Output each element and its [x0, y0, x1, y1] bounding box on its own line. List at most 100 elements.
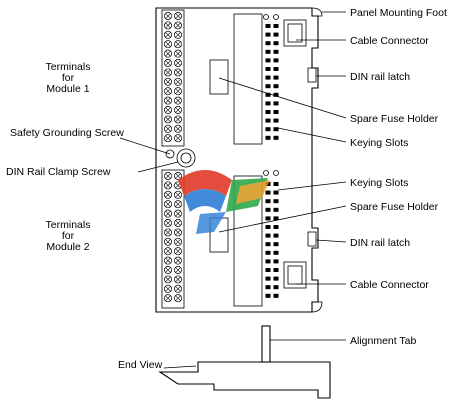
keying-pin [273, 233, 279, 238]
terminal-screw-slot [175, 257, 181, 264]
keying-pin [265, 285, 271, 290]
keying-pin [273, 242, 279, 247]
terminal-screw-slot [175, 192, 181, 198]
terminal-screw-slot [175, 13, 181, 19]
keying-pin [273, 182, 279, 186]
terminal-screw-slot [175, 248, 181, 254]
keying-pin [273, 216, 279, 221]
terminal-screw-slot [175, 276, 181, 283]
keying-pin [265, 135, 271, 140]
terminal-screw-slot [165, 220, 171, 226]
terminal-screw-slot [175, 69, 181, 76]
keying-pin [265, 127, 271, 132]
panel-mounting-foot-top [311, 7, 323, 17]
label-terminals-m2-3: Module 2 [46, 241, 89, 253]
keying-pin [265, 293, 271, 298]
cable-connector-top-inner [287, 23, 303, 43]
keying-pin [273, 259, 279, 264]
indicator-hole-1 [263, 14, 269, 20]
keying-pin [265, 92, 271, 97]
keying-pin [265, 32, 271, 37]
terminal-screw-slot [175, 286, 181, 292]
terminal-screw-slot [165, 22, 171, 29]
terminal-screw-slot [175, 239, 181, 245]
keying-pin [273, 276, 279, 281]
terminal-screw-slot [165, 182, 171, 189]
terminal-screw-slot [165, 107, 171, 113]
label-din-rail-latch-top: DIN rail latch [350, 71, 410, 83]
keying-pin [273, 67, 279, 71]
keying-pin [273, 207, 279, 212]
keying-pin [265, 250, 271, 255]
keying-pin [265, 259, 271, 264]
terminal-screw-slot [175, 41, 181, 47]
label-keying-slots-top: Keying Slots [350, 137, 408, 149]
indicator-hole-2 [273, 14, 279, 20]
keying-pin [273, 190, 279, 195]
terminal-screw-slot [175, 50, 181, 57]
terminal-screw-slot [165, 79, 171, 85]
keying-pin [273, 84, 279, 89]
keying-pin [273, 250, 279, 255]
terminal-screw-slot [175, 60, 181, 66]
keying-pin [265, 207, 271, 212]
terminal-screw-slot [165, 60, 171, 66]
terminal-screw-slot [175, 201, 181, 207]
terminal-screws-module-2 [164, 172, 182, 303]
din-rail-latch-bottom-shape [307, 231, 317, 247]
keying-pin [273, 268, 279, 272]
terminal-screw-slot [175, 126, 181, 132]
keying-pin [265, 268, 271, 272]
terminal-screw-slot [165, 286, 171, 292]
keying-slots-module-2 [265, 182, 279, 298]
leader-fuse-bottom [218, 205, 347, 233]
label-spare-fuse-holder-bottom: Spare Fuse Holder [350, 201, 439, 213]
keying-pin [265, 276, 271, 281]
label-din-rail-clamp-screw: DIN Rail Clamp Screw [6, 166, 111, 178]
keying-pin [265, 233, 271, 238]
keying-pin [265, 58, 271, 63]
terminal-screw-slot [175, 220, 181, 226]
label-terminals-m1-3: Module 1 [46, 83, 89, 95]
terminal-screw-slot [175, 32, 181, 38]
keying-pin [273, 118, 279, 123]
terminal-screw-slot [175, 267, 181, 273]
terminal-screw-slot [165, 13, 171, 19]
alignment-tab-shape [261, 325, 271, 363]
end-view-shape [158, 361, 331, 399]
keying-pin [265, 216, 271, 221]
terminal-screw-slot [175, 173, 181, 179]
leader-keying-bottom [277, 181, 347, 191]
panel-mounting-foot-bottom [311, 301, 323, 313]
terminal-screw-slot [175, 97, 181, 104]
safety-grounding-screw [165, 149, 175, 159]
terminal-screw-slot [175, 22, 181, 29]
cable-connector-bottom-inner [287, 265, 303, 285]
keying-pin [273, 58, 279, 63]
keying-pin [273, 101, 279, 106]
indicator-hole-3 [263, 170, 269, 176]
keying-pin [265, 84, 271, 89]
terminal-strip-m1 [161, 9, 185, 147]
keying-pin [265, 110, 271, 114]
terminal-screw-slot [165, 50, 171, 57]
terminal-screw-slot [165, 69, 171, 76]
label-terminals-m1-2: for [62, 72, 75, 84]
keying-pin [265, 67, 271, 71]
leader-clamp-screw [137, 161, 179, 173]
module-1-socket [233, 13, 263, 145]
leader-end-view [163, 365, 197, 369]
terminal-screw-slot [165, 229, 171, 236]
keying-pin [265, 118, 271, 123]
label-keying-slots-bottom: Keying Slots [350, 177, 408, 189]
leader-din-latch-bottom [315, 239, 347, 243]
keying-pin [273, 110, 279, 114]
terminal-screw-slot [165, 116, 171, 123]
terminal-screw-slot [165, 126, 171, 132]
leader-fuse-top [218, 77, 347, 119]
label-cable-connector-bottom: Cable Connector [350, 279, 429, 291]
terminal-screw-slot [165, 32, 171, 38]
keying-pin [273, 75, 279, 80]
terminal-screw-slot [175, 210, 181, 217]
